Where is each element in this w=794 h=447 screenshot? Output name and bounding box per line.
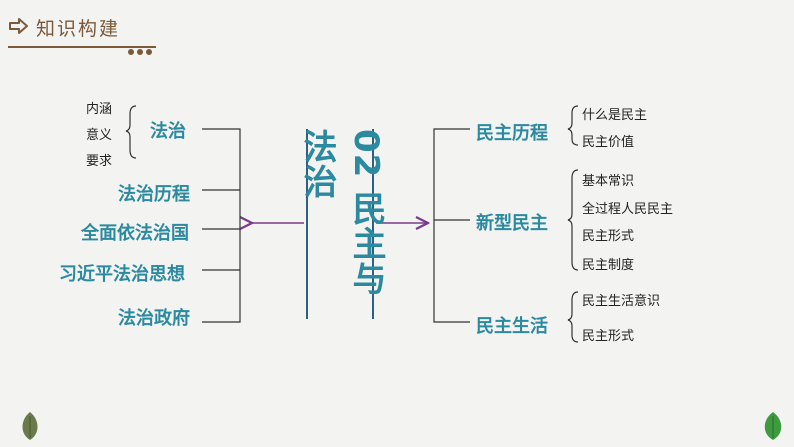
header-dots [128, 40, 155, 59]
xinxing-minzhu-sub-3: 民主形式 [582, 229, 635, 244]
leaf-icon [22, 412, 38, 440]
minzhu-licheng-sub-1: 什么是民主 [582, 108, 648, 123]
node-minzhu-licheng: 民主历程 [476, 123, 548, 144]
minzhu-shenghuo-sub-2: 民主形式 [582, 329, 635, 344]
xinxing-minzhu-sub-2: 全过程人民民主 [582, 202, 674, 217]
node-quanmian-yifa-zhiguo: 全面依法治国 [81, 223, 189, 244]
xinxing-minzhu-sub-4: 民主制度 [582, 258, 635, 273]
center-title-box: 02 民主与法治 [297, 129, 386, 319]
section-title: 知识构建 [36, 18, 121, 40]
node-xinxing-minzhu: 新型民主 [476, 213, 548, 234]
node-minzhu-shenghuo: 民主生活 [476, 316, 548, 337]
center-title: 02 民主与法治 [297, 129, 386, 297]
node-fazhi: 法治 [150, 121, 186, 142]
minzhu-shenghuo-sub-1: 民主生活意识 [582, 294, 661, 309]
xinxing-minzhu-sub-1: 基本常识 [582, 174, 635, 189]
fazhi-sub-1: 内涵 [86, 102, 113, 117]
header-underline [8, 46, 156, 48]
minzhu-licheng-sub-2: 民主价值 [582, 135, 635, 150]
node-fazhi-zhengfu: 法治政府 [118, 308, 190, 329]
fazhi-sub-3: 要求 [86, 154, 113, 169]
node-fazhi-licheng: 法治历程 [118, 184, 190, 205]
fazhi-sub-2: 意义 [86, 128, 113, 143]
leaf-icon-right [764, 412, 782, 440]
node-xi-fazhi-sixiang: 习近平法治思想 [59, 264, 185, 285]
arrow-right-icon [9, 18, 28, 34]
